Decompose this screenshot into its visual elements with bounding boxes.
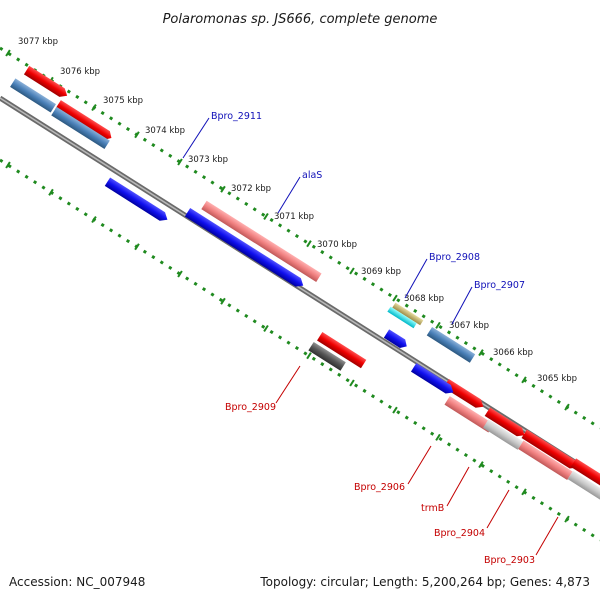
ruler-tick	[349, 267, 355, 275]
kbp-label: 3068 kbp	[404, 294, 444, 304]
gene-label-bpro-2904[interactable]: Bpro_2904	[434, 528, 485, 539]
gene-arrow[interactable]	[51, 106, 110, 150]
ruler-tick	[564, 515, 570, 523]
leader-bpro-2904	[486, 489, 510, 529]
gene-arrow-bpro-2904[interactable]	[518, 440, 573, 480]
topology-text: Topology: circular; Length: 5,200,264 bp…	[259, 575, 590, 589]
leader-bpro-2906	[407, 445, 432, 485]
gene-label-bpro-2906[interactable]: Bpro_2906	[354, 482, 405, 493]
kbp-label: 3070 kbp	[317, 240, 357, 250]
gene-arrow-bpro-2907[interactable]	[426, 326, 476, 363]
kbp-label: 3074 kbp	[145, 126, 185, 136]
gene-label-bpro-2907[interactable]: Bpro_2907	[474, 280, 525, 291]
leader-alas	[277, 176, 301, 214]
inner-ruler	[0, 158, 600, 542]
gene-arrow[interactable]	[410, 363, 456, 397]
gene-label-bpro-2911[interactable]: Bpro_2911	[211, 111, 262, 122]
ruler-tick	[48, 188, 54, 196]
leader-bpro-2909	[275, 365, 301, 404]
kbp-label: 3066 kbp	[493, 348, 533, 358]
gene-arrow[interactable]	[521, 429, 581, 472]
gene-arrow[interactable]	[55, 100, 115, 142]
ruler-tick	[392, 406, 398, 414]
gene-arrow[interactable]	[23, 65, 70, 100]
kbp-label: 3069 kbp	[361, 267, 401, 277]
ruler-tick	[349, 379, 355, 387]
ruler-tick	[5, 161, 11, 169]
ruler-tick	[435, 433, 441, 441]
gene-arrow[interactable]	[308, 341, 346, 371]
label-leaders	[182, 117, 559, 556]
leader-bpro-2907	[451, 286, 473, 325]
kbp-tick-marks	[5, 49, 570, 523]
ruler-tick	[478, 349, 484, 357]
kbp-label: 3075 kbp	[103, 96, 143, 106]
gene-arrow[interactable]	[570, 458, 600, 495]
ruler-tick	[306, 352, 312, 360]
ruler-tick	[134, 243, 140, 251]
ruler-tick	[263, 212, 269, 220]
gene-arrow[interactable]	[383, 329, 410, 350]
map-title: Polaromonas sp. JS666, complete genome	[163, 12, 438, 27]
kbp-label: 3072 kbp	[231, 184, 271, 194]
gene-label-bpro-2908[interactable]: Bpro_2908	[429, 252, 480, 263]
gene-arrow-bpro-2906[interactable]	[444, 396, 494, 433]
gene-rrna-bpro-2908[interactable]	[392, 302, 424, 326]
gene-label-trmb[interactable]: trmB	[421, 503, 444, 514]
gene-arrow-bpro-2903[interactable]	[567, 470, 600, 514]
ruler-tick	[5, 49, 11, 57]
ruler-tick	[564, 403, 570, 411]
gene-arrow[interactable]	[10, 78, 56, 113]
leader-trmb	[446, 466, 470, 507]
gene-arrow-bpro-2909[interactable]	[317, 332, 367, 369]
leader-bpro-2903	[535, 516, 559, 556]
leader-bpro-2911	[182, 117, 210, 159]
gene-arrow-alas[interactable]	[201, 200, 322, 282]
gene-arrow-trmb[interactable]	[483, 419, 524, 450]
gene-arrow[interactable]	[484, 407, 528, 439]
ruler-tick	[306, 240, 312, 248]
gene-labels: Bpro_2911 alaS Bpro_2908 Bpro_2907 Bpro_…	[211, 111, 535, 566]
ruler-tick	[263, 324, 269, 332]
ruler-tick	[220, 297, 226, 305]
gene-label-alas[interactable]: alaS	[302, 170, 322, 181]
kbp-label: 3073 kbp	[188, 155, 228, 165]
ruler-tick	[521, 376, 527, 384]
kbp-scale-labels: 3077 kbp 3076 kbp 3075 kbp 3074 kbp 3073…	[18, 37, 577, 384]
ruler-tick	[521, 488, 527, 496]
accession-text: Accession: NC_007948	[9, 575, 145, 589]
ruler-tick	[478, 461, 484, 469]
ruler-tick	[177, 270, 183, 278]
ruler-tick	[91, 216, 97, 224]
gene-arrow-bpro-2911[interactable]	[104, 177, 170, 223]
kbp-label: 3071 kbp	[274, 212, 314, 222]
kbp-label: 3076 kbp	[60, 67, 100, 77]
gene-arrow[interactable]	[184, 208, 306, 290]
ruler-tick	[91, 104, 97, 112]
leader-bpro-2908	[404, 258, 428, 299]
outer-ruler	[0, 46, 600, 430]
gene-label-bpro-2909[interactable]: Bpro_2909	[225, 402, 276, 413]
ruler-tick	[134, 131, 140, 139]
ruler-tick	[220, 185, 226, 193]
kbp-label: 3067 kbp	[449, 321, 489, 331]
gene-label-bpro-2903[interactable]: Bpro_2903	[484, 555, 535, 566]
ruler-tick	[435, 321, 441, 329]
ruler-tick	[392, 294, 398, 302]
kbp-label: 3065 kbp	[537, 374, 577, 384]
kbp-label: 3077 kbp	[18, 37, 58, 47]
gene-arrow[interactable]	[443, 379, 487, 411]
gene-trna[interactable]	[387, 306, 417, 329]
ruler-tick	[177, 158, 183, 166]
